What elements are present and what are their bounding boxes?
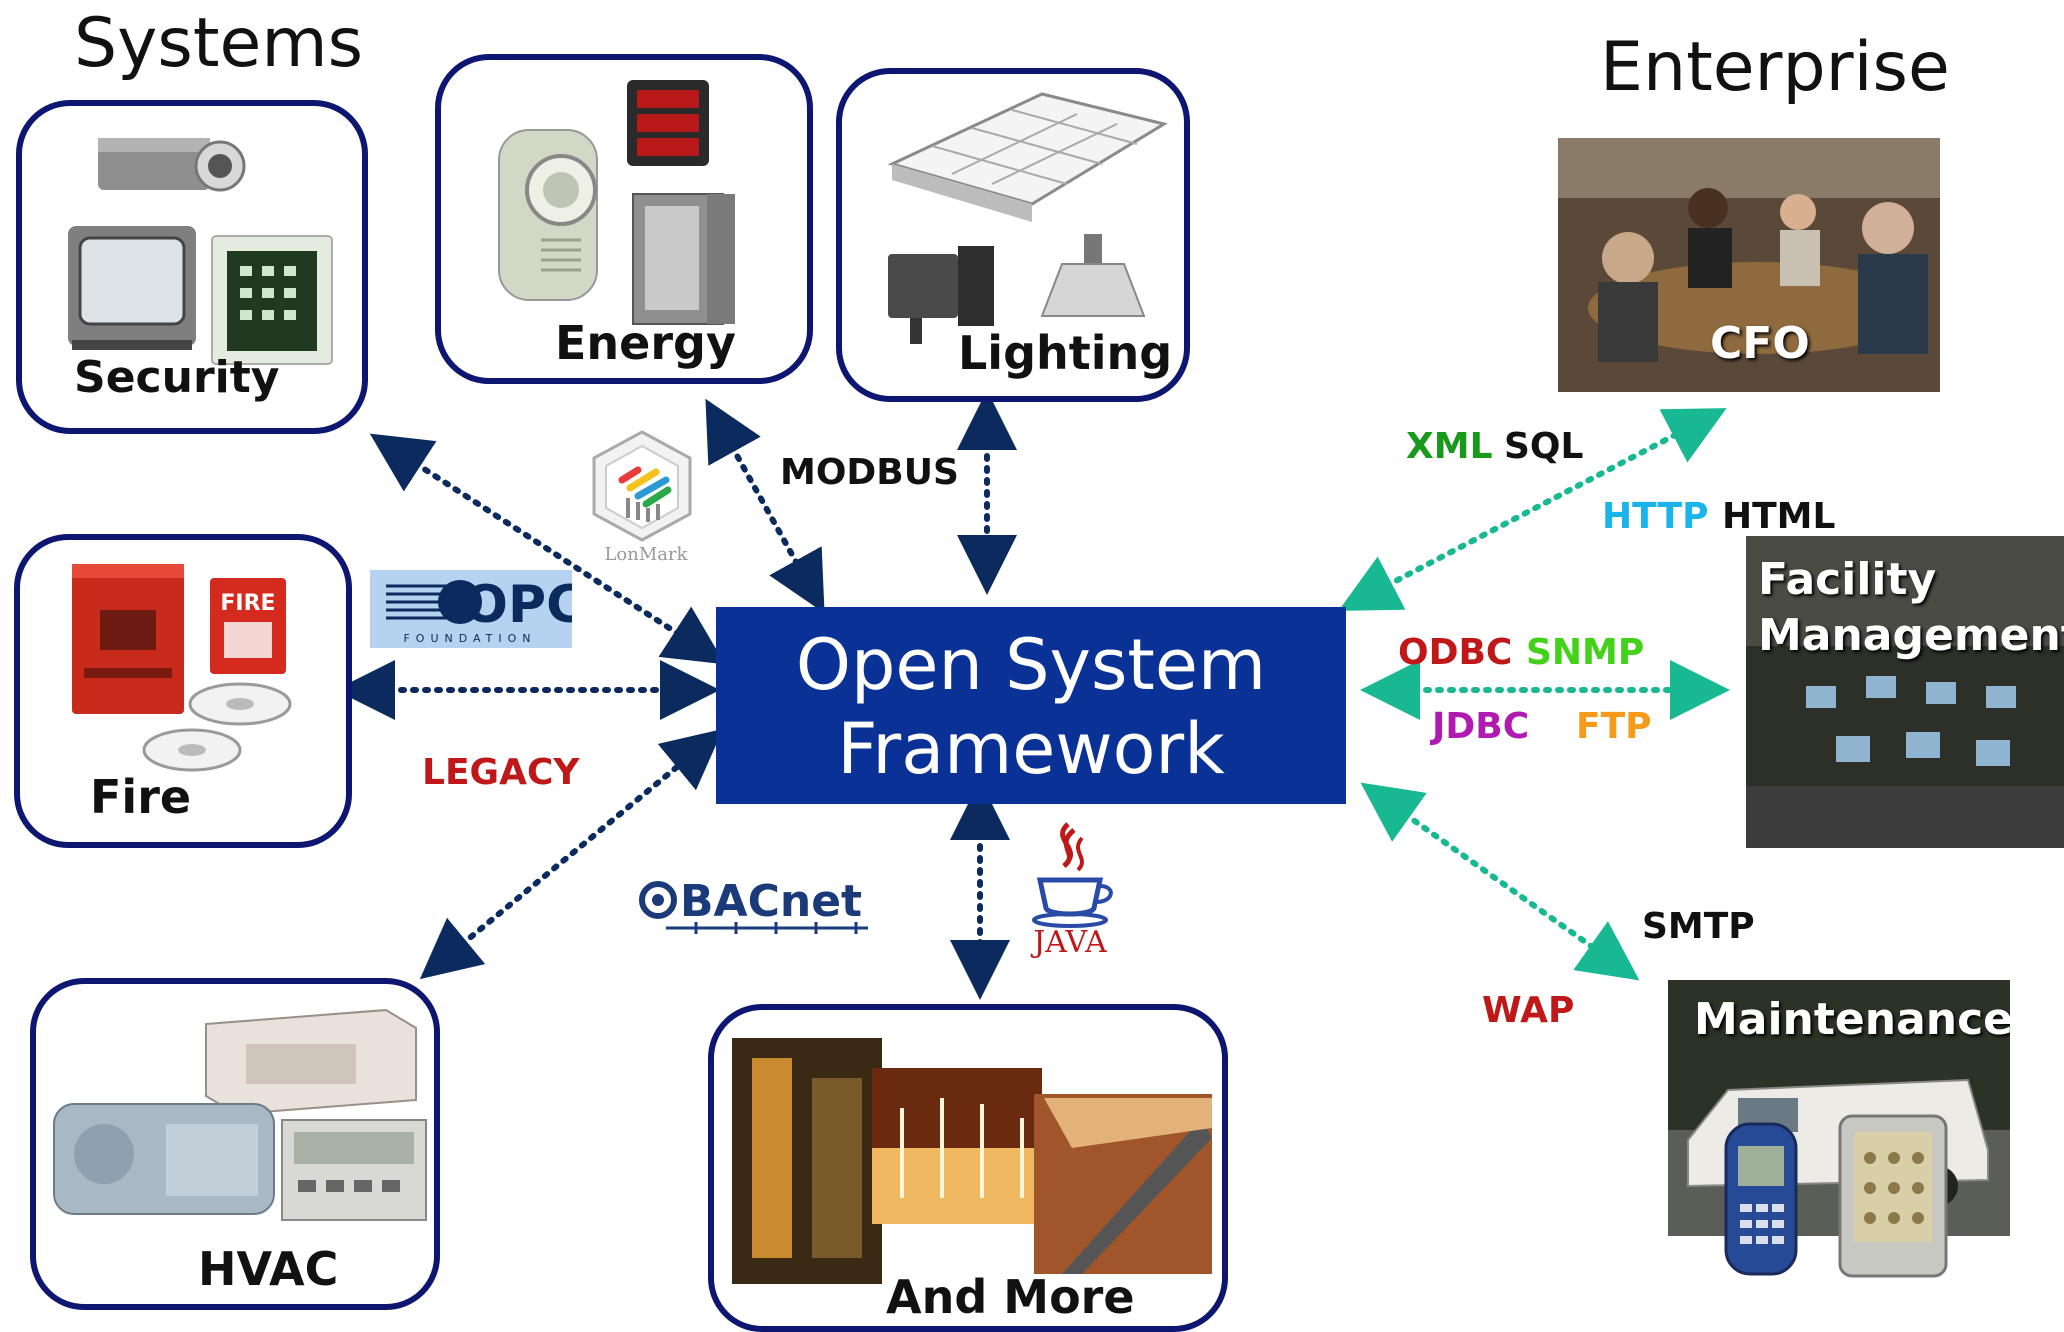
energy-label: Energy	[555, 316, 736, 370]
odbc-label: ODBC	[1398, 632, 1513, 673]
camera-icon	[98, 138, 246, 192]
fire-sign-text: FIRE	[220, 591, 275, 616]
sql-label: SQL	[1504, 426, 1584, 467]
facility-label-2: Management	[1758, 610, 2064, 661]
snmp-label: SNMP	[1526, 632, 1645, 673]
control-room-photo-icon	[1746, 536, 2064, 848]
troffer-fixture-icon	[887, 92, 1168, 222]
lighting-icons	[887, 92, 1168, 344]
keypad-icon	[211, 235, 333, 365]
fountain-photo-icon	[872, 1068, 1042, 1224]
panel-icon	[632, 193, 735, 325]
bacnet-logo: BACnet	[639, 876, 868, 934]
energy-icons	[498, 80, 735, 325]
facility-management-photo: Facility Management	[1746, 536, 2064, 848]
center-line-2: Framework	[837, 708, 1225, 790]
arrow-hvac	[419, 728, 724, 980]
cfo-photo: CFO	[1558, 138, 1940, 392]
arrow-maintenance	[1360, 782, 1640, 981]
arrow-security	[369, 433, 726, 665]
air-handler-icon	[205, 1008, 417, 1116]
cfo-label: CFO	[1710, 318, 1810, 369]
and-more-box: And More	[708, 1004, 1228, 1332]
power-meter-icon	[498, 129, 598, 301]
monitor-icon	[68, 226, 196, 350]
and-more-photos	[732, 1038, 1212, 1284]
energy-box: Energy	[435, 54, 813, 384]
digital-meter-icon	[627, 80, 709, 166]
ftp-label: FTP	[1576, 706, 1652, 747]
security-label: Security	[74, 352, 280, 403]
opc-foundation-text: FOUNDATION	[403, 632, 536, 645]
high-bay-light-icon	[1040, 234, 1146, 317]
fire-panel-icon	[72, 564, 184, 714]
enterprise-heading: Enterprise	[1600, 28, 1950, 107]
arrow-energy	[705, 398, 825, 614]
and-more-label: And More	[886, 1270, 1135, 1324]
hvac-box: HVAC	[30, 978, 440, 1310]
controller-icon	[281, 1119, 427, 1221]
opc-logo: OPC FOUNDATION	[370, 570, 584, 648]
fire-alarm-icon: FIRE	[210, 578, 286, 674]
fire-box: FIRE Fire	[14, 534, 352, 848]
security-icons	[68, 138, 333, 365]
fire-icons: FIRE	[72, 564, 292, 772]
http-label: HTTP	[1602, 496, 1709, 537]
html-label: HTML	[1722, 496, 1836, 537]
hvac-icons	[53, 1008, 427, 1221]
lonmark-logo: LonMark	[592, 430, 692, 565]
chiller-icon	[53, 1103, 275, 1215]
opc-text: OPC	[464, 575, 572, 635]
open-system-framework: Open System Framework	[716, 607, 1346, 804]
center-line-1: Open System	[795, 624, 1267, 706]
jdbc-label: JDBC	[1432, 706, 1530, 747]
elevator-photo-icon	[732, 1038, 882, 1284]
phone-icon	[1724, 1122, 1798, 1276]
hvac-label: HVAC	[198, 1242, 339, 1296]
bacnet-text: BACnet	[680, 876, 862, 927]
meeting-photo-icon	[1558, 138, 1940, 392]
systems-heading: Systems	[74, 4, 363, 83]
lighting-box: Lighting	[836, 68, 1190, 402]
java-logo: JAVA	[1030, 822, 1113, 958]
fire-label: Fire	[90, 770, 192, 824]
smtp-label: SMTP	[1642, 906, 1755, 947]
java-text: JAVA	[1030, 925, 1107, 958]
modbus-label: MODBUS	[780, 452, 959, 493]
facility-label-1: Facility	[1758, 554, 1937, 605]
flood-light-icon	[888, 246, 994, 344]
lonmark-text: LonMark	[604, 544, 688, 565]
security-box: Security	[16, 100, 368, 434]
wap-label: WAP	[1482, 990, 1575, 1031]
mobile-devices	[1724, 1114, 1948, 1278]
xml-label: XML	[1406, 426, 1493, 467]
smoke-detector-icon	[142, 682, 292, 772]
legacy-label: LEGACY	[422, 752, 580, 793]
arrow-cfo	[1338, 408, 1727, 611]
lighting-label: Lighting	[958, 326, 1173, 380]
maintenance-label: Maintenance	[1694, 994, 2010, 1045]
escalator-photo-icon	[1034, 1094, 1212, 1274]
pda-icon	[1838, 1114, 1948, 1278]
